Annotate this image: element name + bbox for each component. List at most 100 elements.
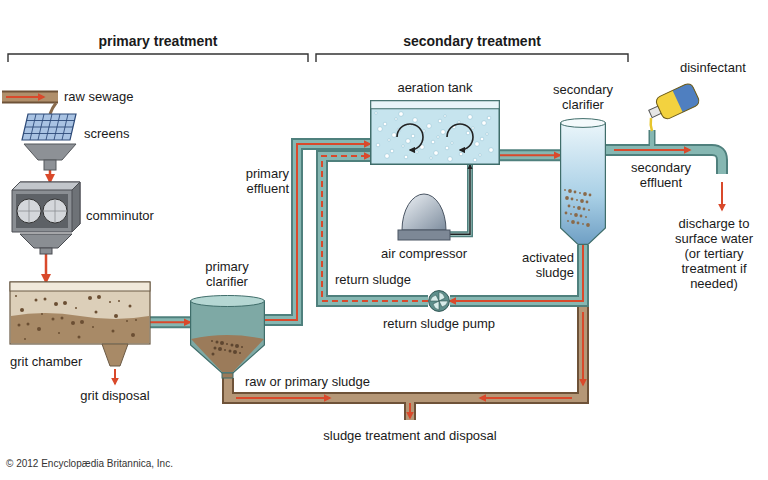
pipe-connector [50, 170, 51, 182]
illustration-part [224, 349, 226, 351]
flow-label: grit disposal [70, 388, 160, 403]
illustration-part [54, 302, 58, 306]
copyright-note: © 2012 Encyclopædia Britannica, Inc. [6, 458, 173, 470]
label-holder: grit disposal [70, 388, 160, 403]
illustration-part [645, 82, 700, 125]
label-holder: comminutor [86, 208, 154, 223]
illustration-part [50, 103, 56, 114]
comminutor-machine: comminutor [12, 182, 80, 254]
illustration-part [37, 327, 41, 331]
illustration-part [577, 222, 580, 225]
illustration-part [431, 140, 435, 144]
illustration-part [721, 182, 723, 210]
illustration-part [211, 340, 213, 342]
illustration-part [437, 136, 440, 139]
pipe-wall [500, 149, 560, 161]
air-compressor-dome [398, 190, 450, 242]
illustration-part [371, 101, 500, 109]
illustration-part [567, 220, 569, 222]
pipe-wall [450, 165, 470, 234]
illustration-part [371, 101, 500, 165]
illustration-part [586, 201, 589, 204]
pipe-connector [450, 245, 583, 301]
flow-label: activated sludge [498, 250, 574, 280]
illustration-part [654, 82, 700, 121]
label-holder: raw or primary sludge [245, 374, 370, 389]
illustration-part [239, 352, 241, 354]
illustration-part [561, 123, 606, 244]
illustration-part [2, 93, 58, 102]
illustration-part [241, 346, 243, 348]
illustration-part [397, 124, 423, 150]
illustration-part [212, 353, 215, 356]
illustration-part [109, 301, 111, 303]
illustration-part [487, 116, 491, 120]
outlet-label: discharge to surface water (or tertiary … [668, 216, 760, 291]
illustration-part [392, 133, 397, 138]
illustration-part [216, 341, 219, 344]
illustration-part [427, 124, 432, 129]
label-holder: return sludge pump [368, 316, 510, 331]
pipe-bore [450, 245, 583, 301]
label-holder: © 2012 Encyclopædia Britannica, Inc. [6, 458, 173, 470]
illustration-part [15, 295, 17, 297]
illustration-part [44, 160, 56, 170]
illustration-part [18, 324, 21, 327]
pipe-connector [500, 155, 560, 156]
label-holder: primary effluent [225, 166, 289, 196]
illustration-part [92, 326, 94, 328]
illustration-part [561, 119, 606, 128]
illustration-part [24, 144, 76, 160]
illustration-part [114, 369, 116, 384]
illustration-part [376, 143, 380, 147]
label-holder: air compressor [368, 246, 480, 261]
illustration-part [12, 182, 80, 232]
illustration-part [16, 194, 68, 228]
illustration-part [20, 234, 72, 248]
illustration-part [583, 208, 586, 211]
illustration-part [434, 151, 439, 156]
label-holder: disinfectant [680, 60, 746, 75]
illustration-part [395, 118, 398, 121]
illustration-part [17, 199, 67, 223]
illustration-part [11, 313, 149, 343]
illustration-part [582, 223, 584, 225]
label-holder: primary treatment [8, 33, 308, 49]
illustration-part [564, 189, 566, 191]
illustration-part [429, 291, 450, 312]
illustration-part [480, 397, 572, 399]
illustration-part [614, 149, 690, 151]
illustration-part [398, 230, 450, 240]
equipment-label: aeration tank [370, 80, 500, 95]
label-holder: aeration tank [370, 80, 500, 95]
illustration-part [459, 152, 463, 156]
equipment-label: grit chamber [10, 354, 82, 369]
screens-grid [22, 112, 78, 170]
illustration-part [63, 301, 67, 305]
illustration-part [448, 157, 453, 162]
screens-grid: screens [22, 112, 78, 170]
illustration-part [383, 122, 387, 126]
illustration-part [226, 343, 228, 345]
illustration-part [375, 112, 378, 115]
pipe-connector [150, 322, 190, 323]
illustration-part [577, 206, 581, 210]
illustration-part [2, 91, 58, 104]
illustration-part [565, 212, 568, 215]
illustration-part [406, 139, 411, 144]
illustration-part [72, 182, 80, 232]
flow-arrow [45, 254, 48, 282]
flow-arrow [450, 245, 583, 301]
illustration-part [411, 134, 415, 138]
illustration-part [112, 330, 115, 333]
grit-chamber-tank: grit chamber [10, 282, 150, 344]
flow-label: raw sewage [64, 89, 133, 104]
illustration-part [235, 344, 239, 348]
label-holder: grit chamber [10, 354, 82, 369]
illustration-part [218, 347, 222, 351]
illustration-part [444, 115, 447, 118]
illustration-part [482, 121, 487, 126]
label-holder: primary clarifier [192, 259, 262, 289]
illustration-part [399, 112, 404, 117]
illustration-part [416, 151, 419, 154]
